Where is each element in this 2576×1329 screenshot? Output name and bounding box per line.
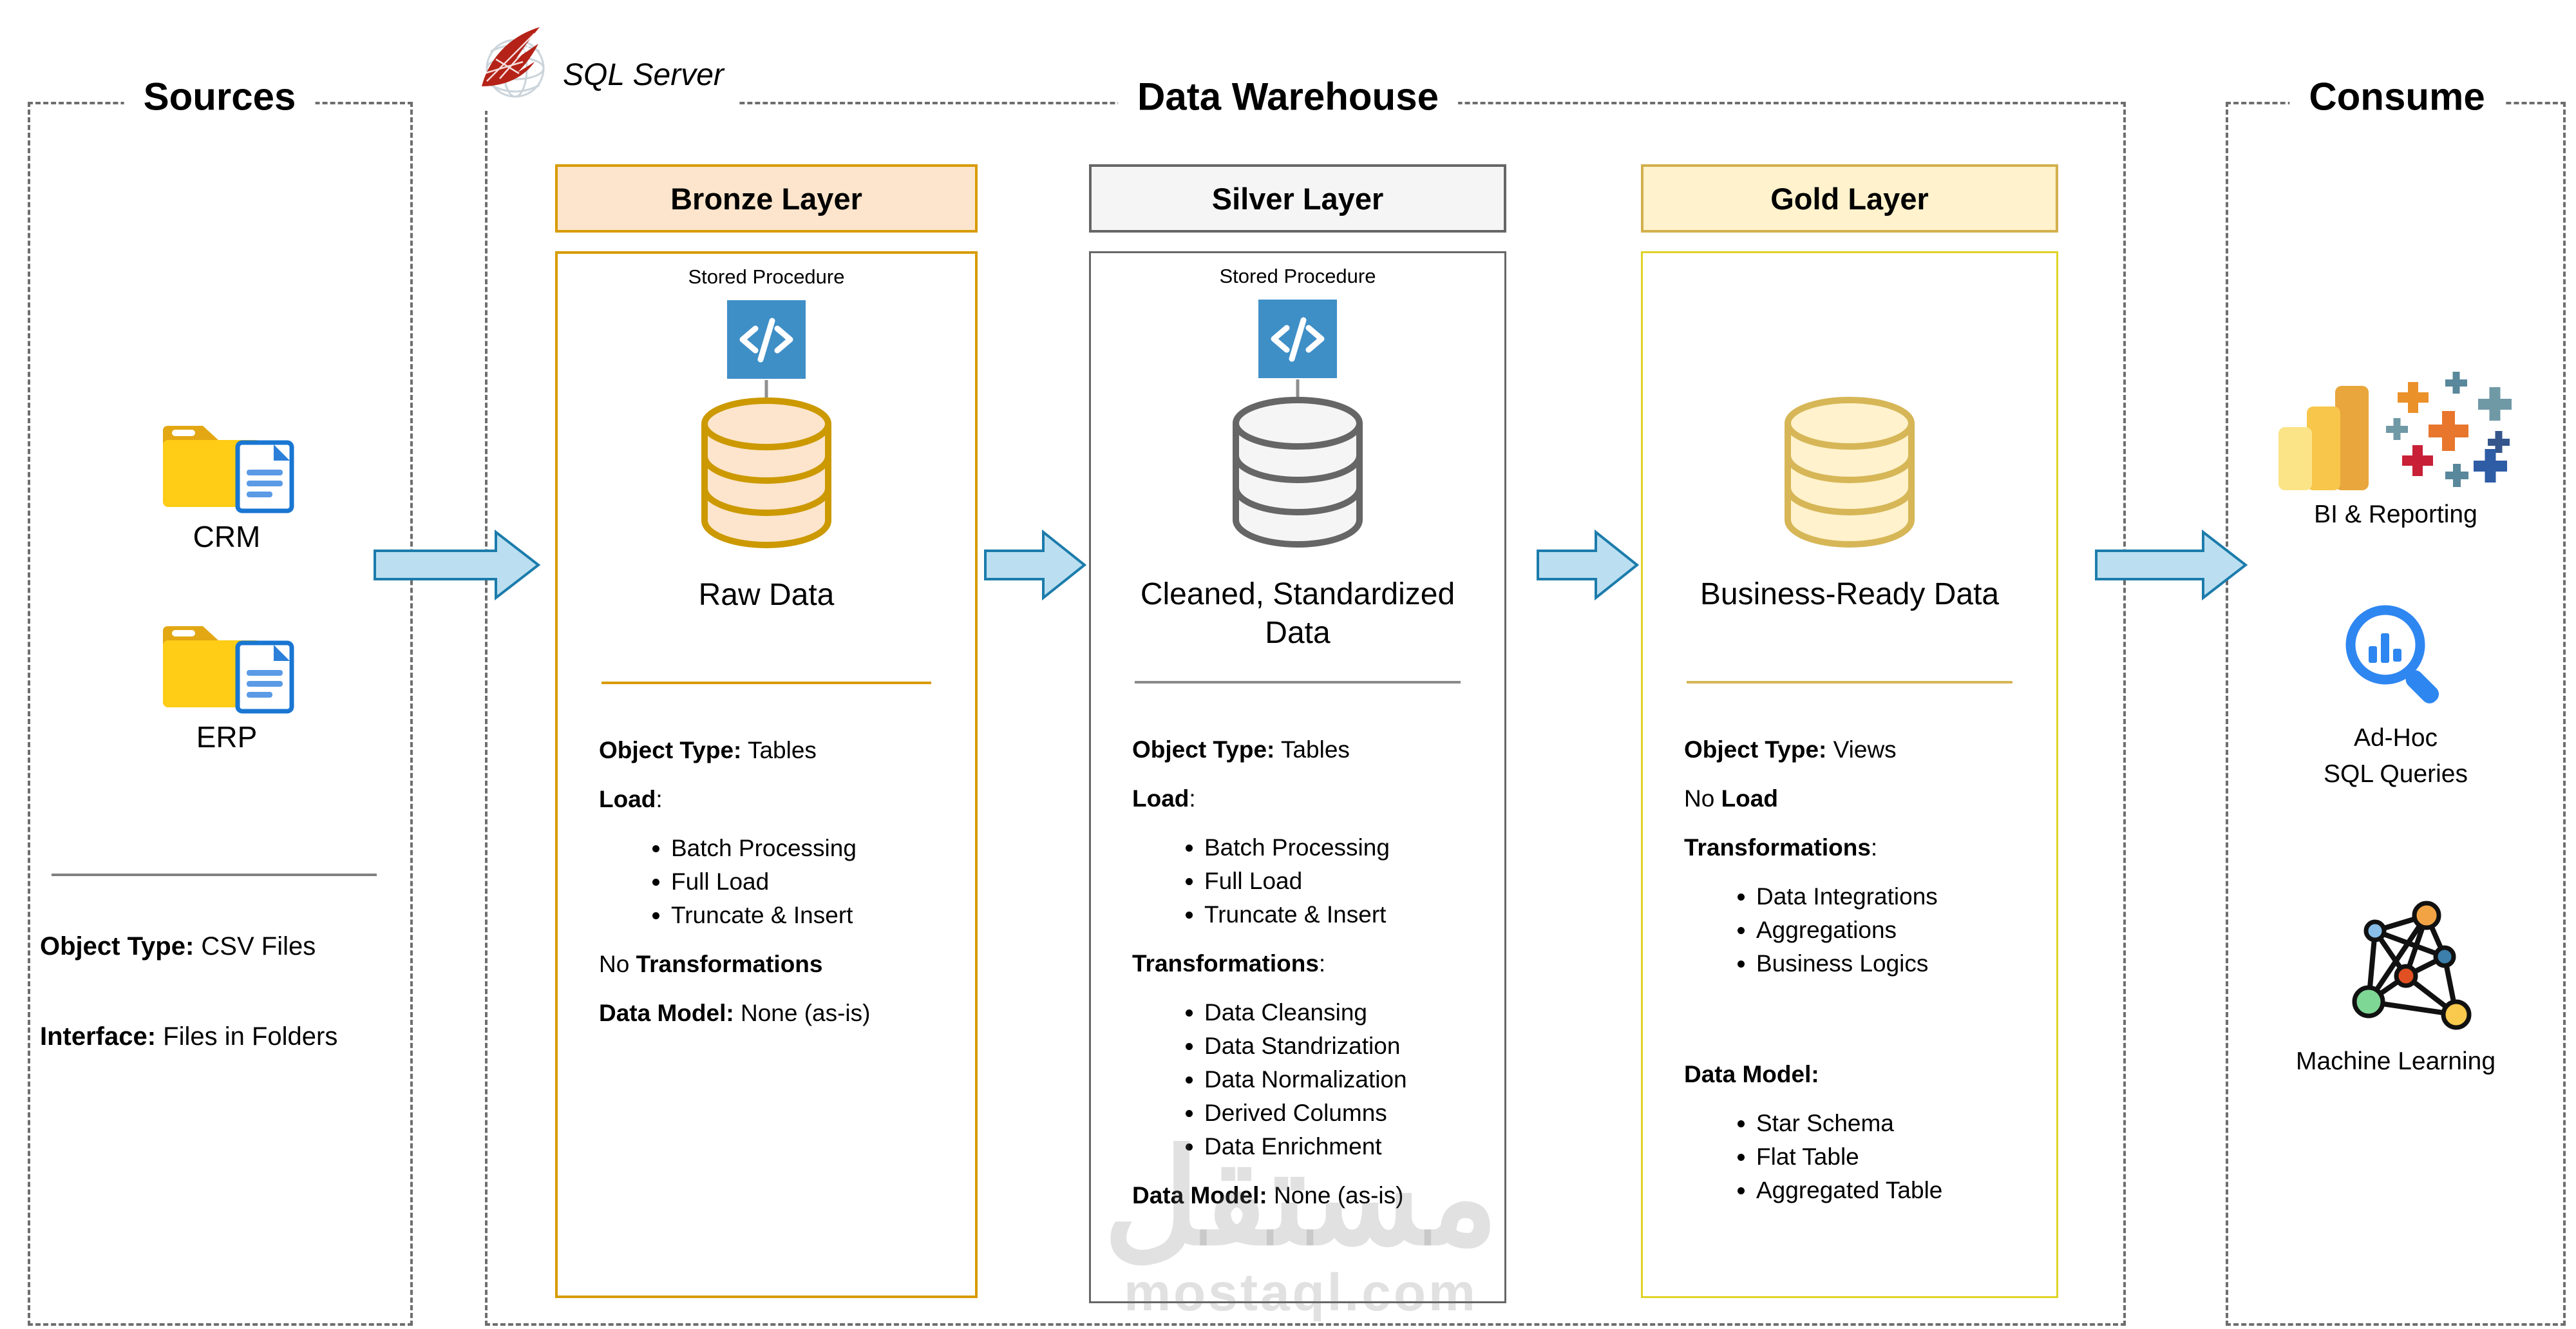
- gold-layer-title: Gold Layer: [1770, 181, 1929, 216]
- silver-layer-title: Silver Layer: [1211, 181, 1384, 216]
- consume-bi-reporting: BI & Reporting: [2257, 370, 2534, 533]
- source-erp-label: ERP: [196, 720, 258, 754]
- bullet-list: Data IntegrationsAggregationsBusiness Lo…: [1684, 882, 2015, 979]
- consume-ml-label: Machine Learning: [2295, 1047, 2496, 1075]
- network-graph-icon: [2352, 901, 2472, 1030]
- detail-line: Data Model: None (as-is): [599, 1000, 871, 1026]
- sources-title: Sources: [124, 74, 316, 119]
- sources-divider: [52, 874, 377, 876]
- detail-line: Transformations:: [1684, 834, 1878, 861]
- silver-layer-box: Stored Procedure Cleaned, Standardized D…: [1089, 251, 1506, 1303]
- sql-server-label: SQL Server: [563, 57, 724, 92]
- bullet-item: Data Normalization: [1204, 1065, 1463, 1095]
- bronze-layer-header: Bronze Layer: [555, 164, 978, 233]
- gold-layer-header: Gold Layer: [1641, 164, 2058, 233]
- flow-arrow-silver-to-gold: [1537, 530, 1640, 600]
- divider-rule: [1135, 681, 1461, 684]
- bullet-item: Star Schema: [1756, 1109, 2015, 1138]
- consume-adhoc-sql: Ad-Hoc SQL Queries: [2257, 602, 2534, 792]
- source-crm: CRM: [143, 416, 310, 554]
- bullet-item: Business Logics: [1756, 949, 2015, 979]
- bullet-item: Truncate & Insert: [671, 901, 934, 930]
- bronze-stored-procedure-label: Stored Procedure: [688, 265, 845, 288]
- divider-rule: [1687, 681, 2012, 684]
- code-icon: [1258, 300, 1337, 378]
- bullet-item: Flat Table: [1756, 1142, 2015, 1172]
- silver-db-name: Cleaned, Standardized Data: [1140, 577, 1455, 650]
- bullet-list: Data CleansingData StandrizationData Nor…: [1132, 998, 1463, 1162]
- bullet-item: Data Standrization: [1204, 1031, 1463, 1061]
- detail-line: Object Type: CSV Files: [40, 932, 316, 961]
- consume-adhoc-label-line2: SQL Queries: [2324, 760, 2468, 788]
- detail-line: Interface: Files in Folders: [40, 1022, 338, 1051]
- bullet-list: Batch ProcessingFull LoadTruncate & Inse…: [1132, 833, 1463, 930]
- powerbi-icon: [2278, 386, 2369, 490]
- bronze-layer-title: Bronze Layer: [670, 181, 862, 216]
- detail-line: Object Type: Views: [1684, 736, 1897, 763]
- bullet-list: Batch ProcessingFull LoadTruncate & Inse…: [599, 834, 934, 930]
- bullet-item: Aggregated Table: [1756, 1176, 2015, 1205]
- spacer: [1684, 995, 2015, 1040]
- silver-stored-procedure-label: Stored Procedure: [1219, 265, 1376, 287]
- bronze-db-name: Raw Data: [698, 578, 835, 612]
- flow-arrow-bronze-to-silver: [984, 530, 1087, 600]
- bullet-item: Data Enrichment: [1204, 1132, 1463, 1162]
- sql-server-icon: [482, 27, 545, 98]
- consume-machine-learning: Machine Learning: [2257, 897, 2534, 1080]
- consume-adhoc-label-line1: Ad-Hoc: [2353, 724, 2438, 752]
- bullet-item: Derived Columns: [1204, 1098, 1463, 1128]
- flow-arrow-gold-to-consume: [2095, 530, 2248, 600]
- bullet-item: Batch Processing: [1204, 833, 1463, 863]
- detail-line: Object Type: Tables: [599, 737, 817, 763]
- database-cylinder-icon: [1233, 397, 1363, 548]
- detail-line: Transformations:: [1132, 950, 1326, 977]
- gold-db-name: Business-Ready Data: [1700, 577, 2000, 611]
- detail-line: Load:: [599, 786, 663, 812]
- bullet-list: Star SchemaFlat TableAggregated Table: [1684, 1109, 2015, 1205]
- detail-line: Object Type: Tables: [1132, 736, 1350, 763]
- source-crm-label: CRM: [193, 520, 261, 553]
- database-cylinder-icon: [1785, 397, 1915, 548]
- bullet-item: Full Load: [671, 867, 934, 897]
- bullet-item: Batch Processing: [671, 834, 934, 863]
- sql-server-branding: SQL Server: [478, 19, 739, 111]
- consume-bi-label: BI & Reporting: [2314, 501, 2477, 528]
- flow-arrow-sources-to-bronze: [374, 530, 541, 600]
- detail-line: No Transformations: [599, 951, 823, 977]
- magnifier-chart-icon: [2345, 605, 2439, 703]
- bullet-item: Data Integrations: [1756, 882, 2015, 912]
- source-erp: ERP: [143, 616, 310, 754]
- detail-line: Data Model: None (as-is): [1132, 1182, 1404, 1209]
- detail-line: Data Model:: [1684, 1061, 1819, 1087]
- silver-layer-header: Silver Layer: [1089, 164, 1506, 233]
- bullet-item: Aggregations: [1756, 915, 2015, 945]
- folder-file-icon: [163, 626, 294, 714]
- consume-title: Consume: [2289, 74, 2505, 119]
- database-cylinder-icon: [701, 397, 831, 548]
- detail-line: No Load: [1684, 785, 1778, 812]
- divider-rule: [601, 682, 931, 684]
- code-icon: [727, 300, 806, 379]
- bronze-layer-box: Stored Procedure Raw Data Object Type: T…: [555, 251, 978, 1298]
- bullet-item: Truncate & Insert: [1204, 900, 1463, 930]
- detail-line: Load:: [1132, 785, 1196, 812]
- bullet-item: Full Load: [1204, 866, 1463, 896]
- warehouse-title: Data Warehouse: [1118, 74, 1458, 119]
- folder-file-icon: [163, 426, 294, 513]
- bullet-item: Data Cleansing: [1204, 998, 1463, 1028]
- tableau-icon: [2386, 372, 2512, 487]
